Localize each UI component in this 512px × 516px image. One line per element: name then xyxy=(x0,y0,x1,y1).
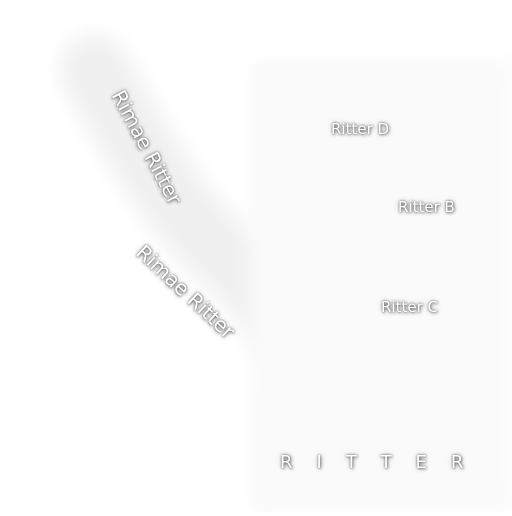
region-label-ritter: RITTER xyxy=(280,452,488,473)
crater-label-ritter-d: Ritter D xyxy=(331,120,390,138)
terrain-patch xyxy=(250,60,512,512)
crater-label-ritter-c: Ritter C xyxy=(381,298,438,316)
crater-label-ritter-b: Ritter B xyxy=(398,198,455,216)
